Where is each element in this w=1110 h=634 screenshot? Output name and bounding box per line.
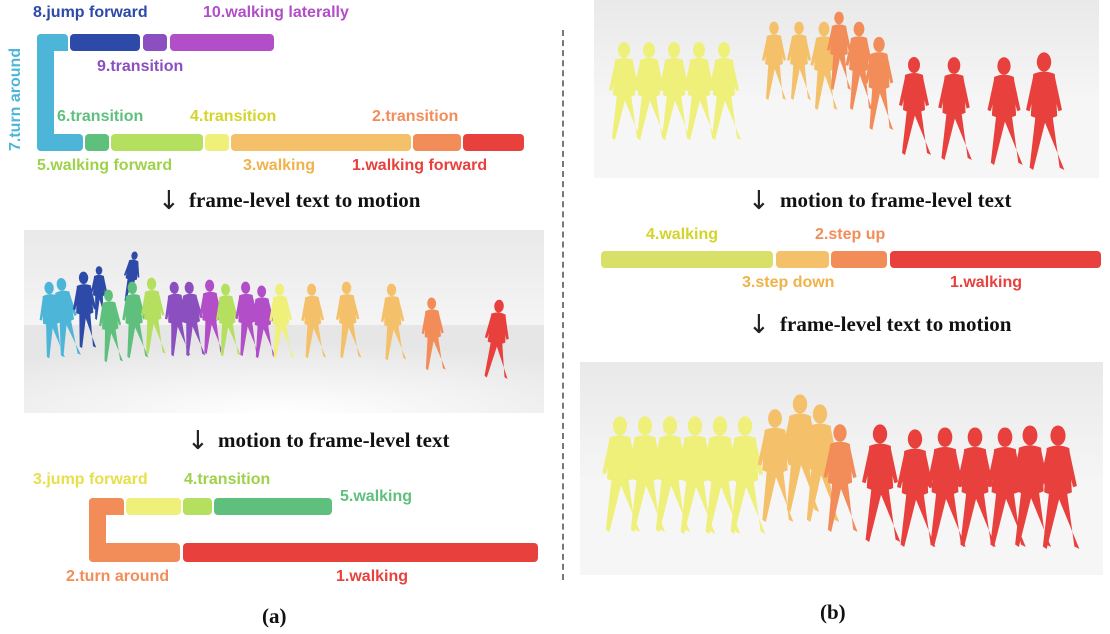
humanoid-figure <box>659 42 691 140</box>
humanoid-figure <box>301 283 327 359</box>
motion-render-a <box>24 230 544 413</box>
caption-frame-level-text-to-motion-b: frame-level text to motion <box>780 312 1012 336</box>
segment-transition-4b <box>183 498 212 515</box>
segment-walking-4 <box>601 251 773 268</box>
subfigure-label-b: (b) <box>820 600 846 624</box>
segment-transition-6 <box>85 134 109 151</box>
segment-transition-9 <box>143 34 167 51</box>
label-step-up: 2.step up <box>815 226 886 243</box>
label-transition-4b: 4.transition <box>184 471 271 488</box>
humanoid-figure <box>269 283 295 359</box>
humanoid-figure <box>827 11 851 90</box>
humanoid-figure <box>862 424 901 542</box>
segment-transition-4 <box>205 134 229 151</box>
humanoid-figure <box>140 277 166 355</box>
label-walking-5: 5.walking <box>340 488 413 505</box>
humanoid-figure <box>787 21 811 100</box>
caption-frame-level-text-to-motion: frame-level text to motion <box>189 188 421 212</box>
humanoid-figure <box>602 416 641 532</box>
segment-walking-laterally <box>170 34 274 51</box>
segment-walking-3 <box>231 134 411 151</box>
down-arrow-icon: ↓ <box>748 310 770 340</box>
dashed-divider <box>562 30 564 580</box>
label-jump-forward: 8.jump forward <box>33 4 148 21</box>
segment-transition-2 <box>413 134 461 151</box>
label-turn-around-2: 2.turn around <box>66 568 170 585</box>
humanoid-figure <box>98 289 124 363</box>
label-walking-4: 4.walking <box>646 226 719 243</box>
humanoid-figures-b-top <box>594 11 1099 178</box>
motion-render-b-bottom <box>580 362 1103 575</box>
humanoid-figure <box>215 283 241 357</box>
label-step-down: 3.step down <box>742 274 835 291</box>
humanoid-figure <box>684 42 716 140</box>
label-walking-1-b: 1.walking <box>950 274 1023 291</box>
subfigure-label-a: (a) <box>262 604 287 628</box>
humanoid-figure <box>634 42 666 140</box>
label-transition-6: 6.transition <box>57 108 144 125</box>
humanoid-figure <box>899 57 931 155</box>
label-transition-2: 2.transition <box>372 108 459 125</box>
segment-turn-around-2-bottom <box>89 543 180 562</box>
humanoid-figures-a <box>24 251 544 413</box>
segment-step-down <box>776 251 829 268</box>
label-walking-forward-5: 5.walking forward <box>37 157 173 174</box>
segment-step-up <box>831 251 887 268</box>
humanoid-figure <box>484 299 509 379</box>
humanoid-figure <box>335 281 362 359</box>
segment-walking-forward-1 <box>463 134 524 151</box>
humanoid-figure <box>938 57 972 160</box>
caption-motion-to-frame-level-text-b: motion to frame-level text <box>780 188 1012 212</box>
humanoid-figure <box>987 57 1023 165</box>
humanoid-figure <box>1026 52 1065 170</box>
label-jump-forward-3: 3.jump forward <box>33 471 148 488</box>
label-walking-3: 3.walking <box>243 157 316 174</box>
humanoid-figure <box>762 21 786 100</box>
humanoid-figure <box>864 36 894 130</box>
humanoid-figure <box>179 281 206 357</box>
label-transition-4: 4.transition <box>190 108 277 125</box>
humanoid-figures-b-bottom <box>580 394 1103 575</box>
humanoid-figure <box>845 21 873 110</box>
humanoid-figure <box>702 416 741 534</box>
label-turn-around: 7.turn around <box>7 47 24 151</box>
humanoid-figure <box>380 283 407 361</box>
humanoid-figure <box>72 271 97 349</box>
down-arrow-icon: ↓ <box>187 426 209 456</box>
segment-turn-around-bottom <box>37 134 83 151</box>
segment-jump-forward-3 <box>126 498 181 515</box>
humanoid-figure <box>1039 425 1080 549</box>
down-arrow-icon: ↓ <box>158 186 180 216</box>
humanoid-figure <box>52 278 81 357</box>
segment-walking-5 <box>214 498 332 515</box>
segment-walking-1-b <box>890 251 1101 268</box>
down-arrow-icon: ↓ <box>748 186 770 216</box>
humanoid-figure <box>122 281 149 359</box>
label-transition-9: 9.transition <box>97 58 184 75</box>
label-walking-forward-1: 1.walking forward <box>352 157 488 174</box>
segment-walking-1 <box>183 543 538 562</box>
humanoid-figure <box>897 429 936 547</box>
humanoid-figure <box>199 279 224 355</box>
humanoid-figure <box>986 427 1026 547</box>
humanoid-figure <box>251 285 276 359</box>
humanoid-figure <box>823 424 858 532</box>
humanoid-figure <box>727 416 766 534</box>
label-walking-1: 1.walking <box>336 568 409 585</box>
humanoid-figure <box>421 297 446 371</box>
segment-jump-forward <box>70 34 140 51</box>
humanoid-figure <box>709 42 741 140</box>
caption-motion-to-frame-level-text: motion to frame-level text <box>218 428 450 452</box>
label-walking-laterally: 10.walking laterally <box>203 4 349 21</box>
motion-render-b-top <box>594 0 1099 178</box>
segment-turn-around-vertical <box>37 34 54 151</box>
segment-walking-forward-5 <box>111 134 203 151</box>
